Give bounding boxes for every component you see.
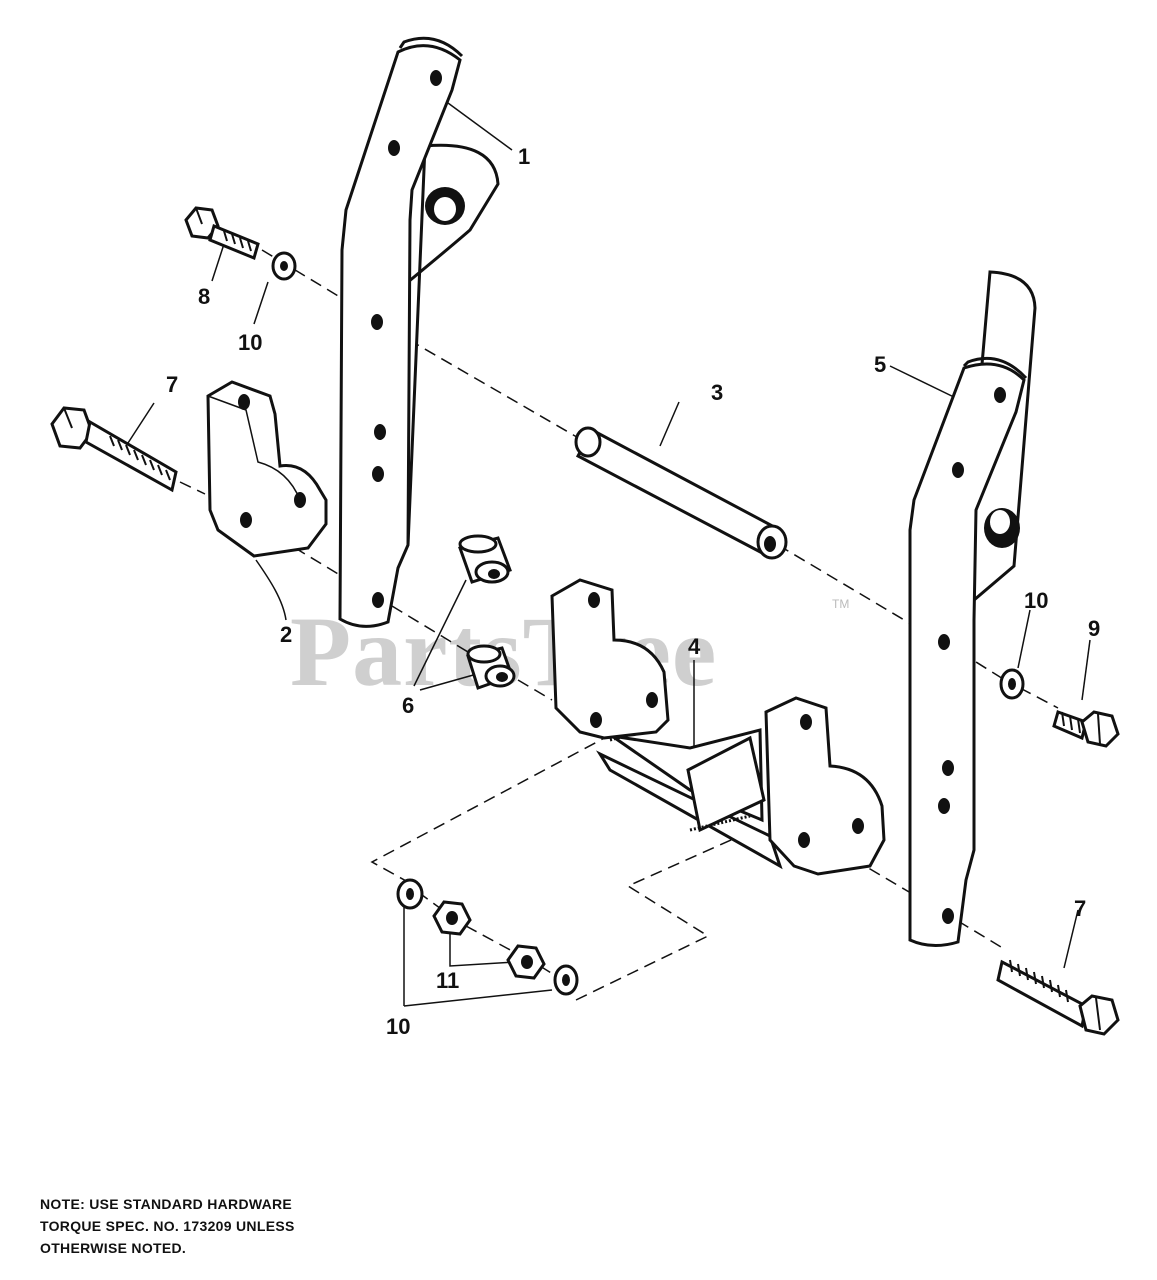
callout-7-lower: 7 <box>1074 896 1086 921</box>
callout-10-upper: 10 <box>238 330 262 355</box>
callout-10-lower: 10 <box>386 1014 410 1039</box>
part-7-bolt-lower <box>996 959 1120 1036</box>
note-line-3: OTHERWISE NOTED. <box>40 1240 187 1256</box>
part-10-washers <box>271 251 1025 996</box>
part-5-right-arm <box>908 270 1037 947</box>
part-8-bolt <box>184 206 260 261</box>
part-11-nuts <box>432 900 546 980</box>
leader-lines <box>127 102 1091 1007</box>
part-3-tube <box>574 426 788 560</box>
part-9-bolt <box>1052 710 1120 748</box>
torque-note: NOTE: USE STANDARD HARDWARE TORQUE SPEC.… <box>40 1193 295 1259</box>
callout-2: 2 <box>280 622 292 647</box>
note-line-1: NOTE: USE STANDARD HARDWARE <box>40 1196 293 1212</box>
callout-1: 1 <box>518 144 530 169</box>
part-2-plate <box>206 380 328 558</box>
callout-7-upper: 7 <box>166 372 178 397</box>
callout-10-right: 10 <box>1024 588 1048 613</box>
callout-11: 11 <box>436 968 459 993</box>
watermark-trademark: TM <box>832 597 849 611</box>
part-6-spacers <box>458 534 516 690</box>
callout-3: 3 <box>711 380 723 405</box>
part-1-left-arm <box>338 36 500 628</box>
callout-4: 4 <box>688 634 701 659</box>
callout-9: 9 <box>1088 616 1100 641</box>
callout-8: 8 <box>198 284 210 309</box>
callout-6: 6 <box>402 693 414 718</box>
part-7-bolt-upper <box>50 406 178 493</box>
note-line-2: TORQUE SPEC. NO. 173209 UNLESS <box>40 1218 295 1234</box>
callout-5: 5 <box>874 352 886 377</box>
part-4-bracket <box>550 578 886 876</box>
